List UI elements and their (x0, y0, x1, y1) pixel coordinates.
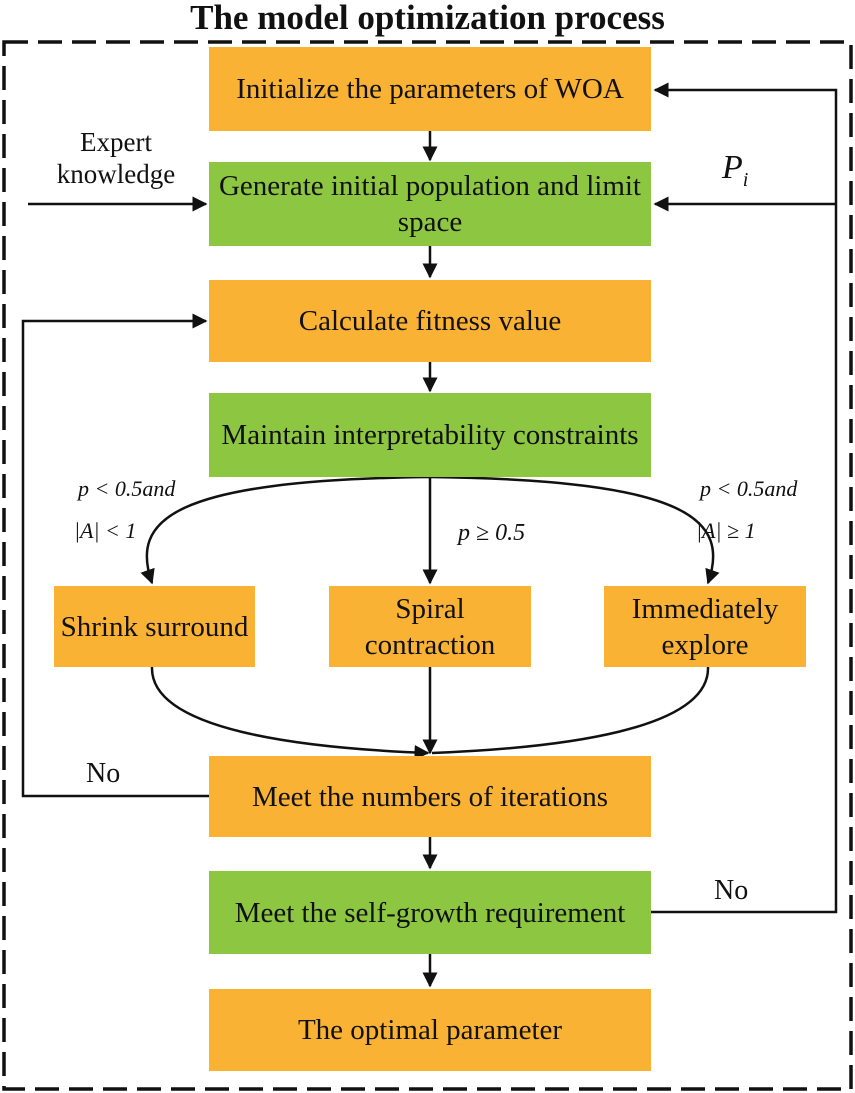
cond-left-line2-text: |A| < 1 (74, 518, 137, 543)
arc-to-explore (429, 475, 720, 585)
label-no-right-text: No (714, 875, 749, 906)
label-no-left-text: No (86, 758, 121, 789)
arrow-no-loop-right (651, 82, 838, 914)
dashed-frame (2, 40, 853, 1091)
label-pi-main: P (722, 149, 743, 186)
node-immediately-explore-text: Immediately explore (631, 592, 779, 661)
node-calculate-fitness: Calculate fitness value (209, 280, 651, 362)
arc-from-shrink (150, 666, 430, 760)
label-expert-knowledge: Expert knowledge (22, 126, 210, 190)
arc-to-shrink (140, 475, 431, 585)
arc-from-explore (431, 666, 710, 755)
node-generate-population: Generate initial population and limit sp… (209, 162, 651, 246)
node-iterations: Meet the numbers of iterations (209, 756, 651, 837)
label-expert-knowledge-text: Expert knowledge (56, 127, 176, 189)
node-self-growth-text: Meet the self-growth requirement (234, 896, 626, 929)
cond-right-line1: p < 0.5and (700, 476, 797, 502)
label-no-right: No (714, 875, 748, 907)
diagram-title: The model optimization process (190, 0, 665, 37)
node-initialize-woa-text: Initialize the parameters of WOA (236, 73, 624, 105)
node-shrink-surround: Shrink surround (54, 586, 255, 667)
node-spiral-contraction: Spiral contraction (329, 586, 531, 667)
label-pi-sub: i (742, 168, 749, 191)
node-interpretability: Maintain interpretability constraints (209, 393, 651, 477)
cond-left-line2: |A| < 1 (74, 518, 136, 544)
cond-left-line1: p < 0.5and (78, 476, 175, 502)
node-optimal-parameter: The optimal parameter (209, 989, 651, 1071)
node-self-growth: Meet the self-growth requirement (209, 871, 651, 954)
cond-middle-text: p ≥ 0.5 (458, 520, 526, 546)
cond-right-line2-text: |A| ≥ 1 (696, 518, 756, 543)
cond-left-line1-text: p < 0.5and (78, 476, 176, 501)
node-iterations-text: Meet the numbers of iterations (252, 780, 608, 813)
cond-middle: p ≥ 0.5 (458, 520, 525, 546)
node-interpretability-text: Maintain interpretability constraints (221, 419, 639, 451)
label-no-left: No (86, 758, 120, 790)
node-calculate-fitness-text: Calculate fitness value (298, 305, 562, 337)
node-initialize-woa: Initialize the parameters of WOA (209, 47, 651, 131)
arrow-no-loop-left (21, 313, 210, 798)
cond-right-line1-text: p < 0.5and (700, 476, 798, 501)
node-spiral-contraction-text: Spiral contraction (364, 592, 496, 661)
node-shrink-surround-text: Shrink surround (60, 610, 249, 643)
node-immediately-explore: Immediately explore (604, 586, 806, 667)
label-pi: Pi (722, 149, 749, 196)
cond-right-line2: |A| ≥ 1 (696, 518, 756, 544)
node-optimal-parameter-text: The optimal parameter (297, 1014, 563, 1046)
node-generate-population-text: Generate initial population and limit sp… (218, 170, 641, 238)
